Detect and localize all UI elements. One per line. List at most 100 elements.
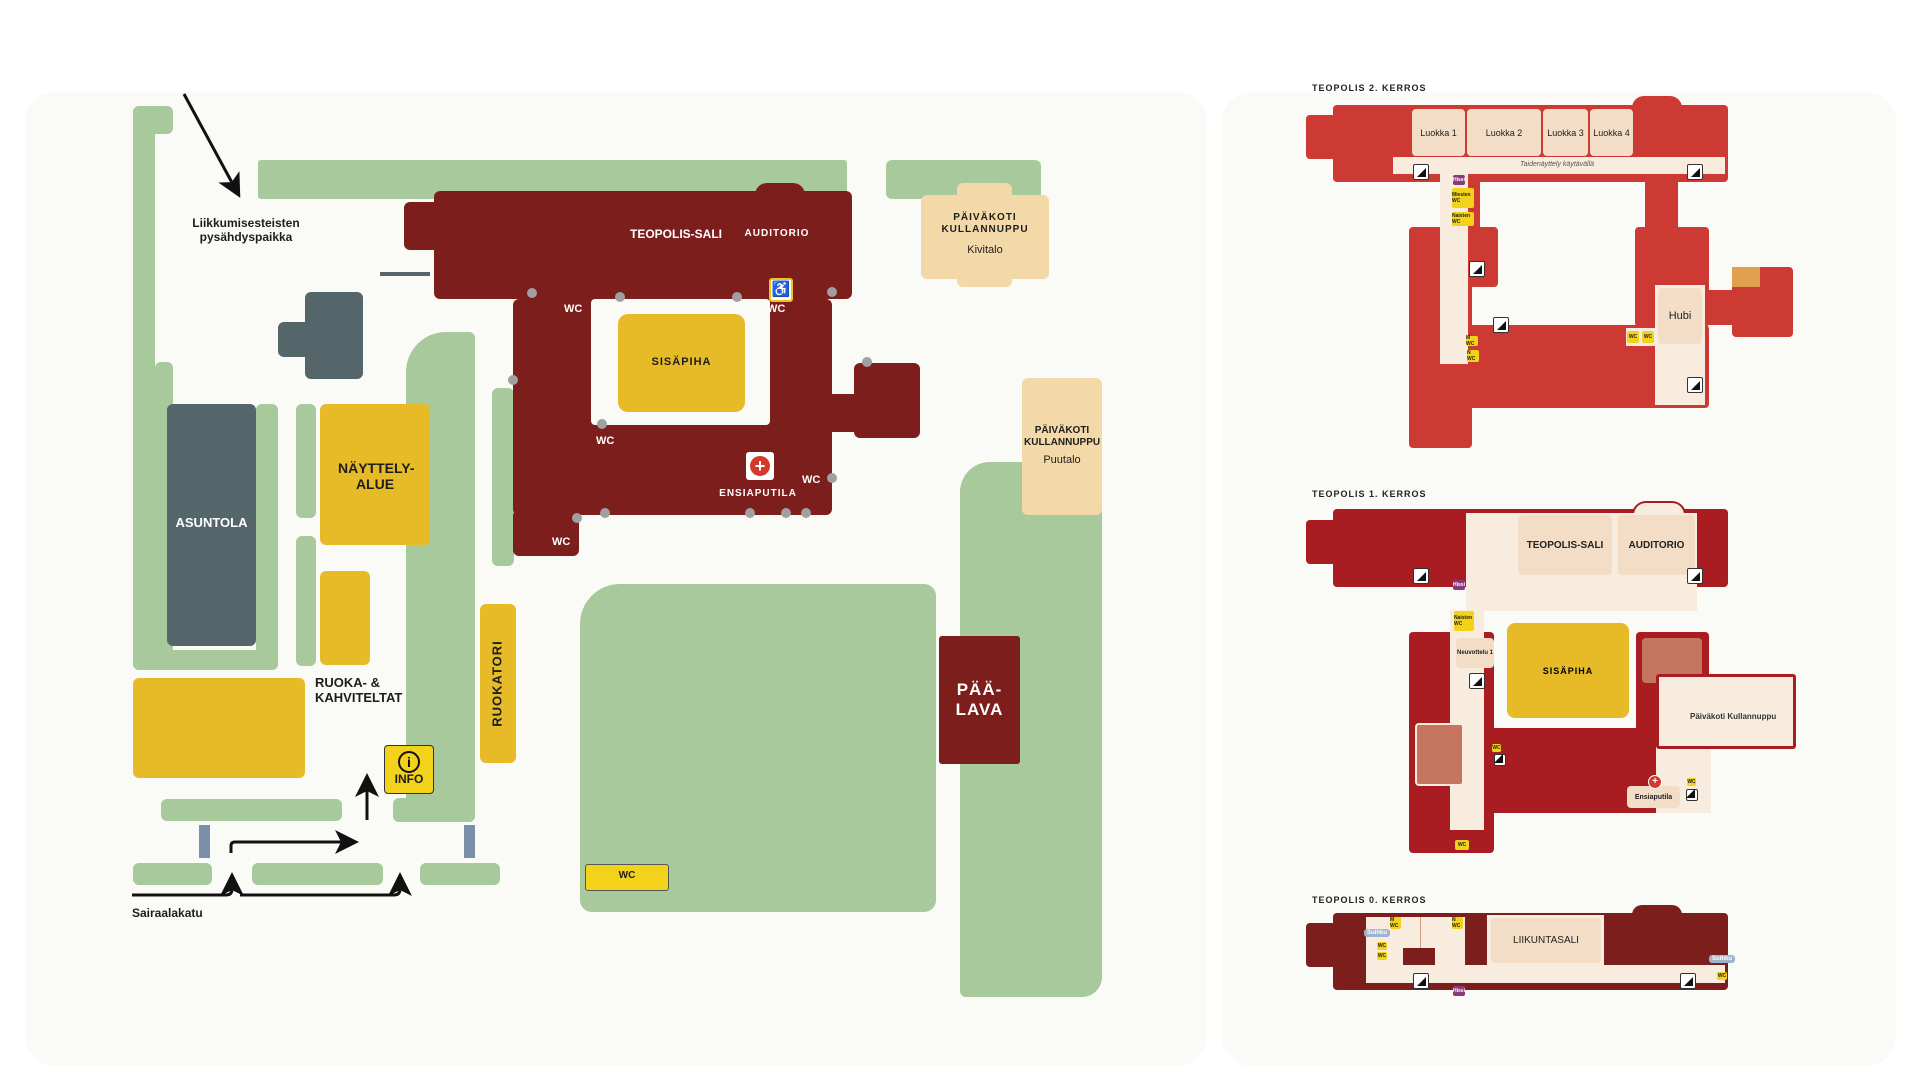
wc-label: WC (552, 536, 571, 548)
sisapiha-area (618, 314, 745, 412)
paivakoti-puutalo-name: PÄIVÄKOTI KULLANNUPPU (1024, 425, 1101, 448)
room-luokka-1: Luokka 1 (1412, 109, 1465, 156)
tag-wc: WC (1492, 744, 1501, 752)
paalava-label: PÄÄ-LAVA (955, 680, 1004, 719)
tag-wc: WC (1455, 840, 1469, 850)
wheelchair-icon: ♿ (769, 278, 793, 302)
tag-n-wc: N WC (1467, 350, 1479, 362)
nayttelyalue-label: NÄYTTELY-ALUE (338, 460, 415, 493)
green-area (296, 404, 316, 518)
info-point[interactable]: i INFO (384, 745, 434, 794)
green-area (133, 106, 155, 670)
wc-label: WC (564, 303, 583, 315)
room-paivakoti: Päiväkoti Kullannuppu (1690, 712, 1777, 721)
green-area (256, 404, 278, 670)
ensiaputila-label: ENSIAPUTILA (719, 488, 797, 499)
stairs-icon (1493, 317, 1509, 333)
tag-naisten-wc: Naisten WC (1452, 212, 1474, 226)
tent-area (320, 571, 370, 665)
tag-wc: WC (1687, 778, 1696, 786)
arrow-path (132, 872, 244, 897)
tag-suihku: Suihku (1364, 929, 1391, 937)
floor-0-title: TEOPOLIS 0. KERROS (1312, 895, 1427, 905)
tag-wc: WC (1627, 331, 1639, 343)
tag-miesten-wc: Miesten WC (1452, 188, 1474, 208)
info-icon: i (398, 751, 420, 773)
info-label: INFO (394, 772, 424, 786)
floor-1-title: TEOPOLIS 1. KERROS (1312, 489, 1427, 499)
green-area (296, 536, 316, 666)
asuntola-label: ASUNTOLA (175, 515, 248, 530)
building-small (278, 322, 328, 357)
room-luokka-4: Luokka 4 (1590, 109, 1633, 156)
room-auditorio: AUDITORIO (1618, 515, 1695, 575)
tag-suihku: Suihku (1709, 955, 1736, 963)
green-area (492, 388, 514, 566)
tag-wc: WC (1717, 972, 1727, 980)
outdoor-wc-label: WC (618, 870, 636, 881)
stairs-icon (1687, 164, 1703, 180)
tag-m-wc: M WC (1466, 335, 1478, 347)
teopolis-building (828, 394, 858, 432)
corridor-label: Taidenäyttely käytävällä (1520, 161, 1595, 168)
nayttelyalue-area (320, 404, 430, 545)
auditorio-label: AUDITORIO (744, 228, 810, 239)
paivakoti-kivitalo-name: PÄIVÄKOTI KULLANNUPPU (941, 212, 1029, 235)
stairs-icon (1680, 973, 1696, 989)
central-lawn (580, 584, 936, 912)
tag-n-wc: N WC (1452, 917, 1463, 929)
stairs-icon (1413, 568, 1429, 584)
green-area (161, 799, 342, 821)
tag-hissi: Hissi (1453, 986, 1465, 996)
ruokatori-area (480, 604, 516, 763)
fence (380, 272, 430, 276)
teopolis-annex (854, 363, 920, 438)
room-teopolis-sali: TEOPOLIS-SALI (1518, 515, 1612, 575)
room-sisapiha: SISÄPIHA (1507, 623, 1629, 718)
paivakoti-puutalo-sub: Puutalo (1043, 454, 1081, 466)
wc-label: WC (767, 303, 786, 315)
paivakoti-puutalo (1022, 378, 1102, 515)
teopolis-building (513, 510, 579, 556)
green-area (133, 863, 212, 885)
tag-hissi: Hissi (1453, 580, 1465, 590)
paivakoti-kivitalo (957, 183, 1012, 287)
ruoka-kahviteltat-area (133, 678, 305, 778)
first-aid-icon: + (1648, 775, 1662, 789)
asuntola-building (167, 404, 256, 646)
floor-2-title: TEOPOLIS 2. KERROS (1312, 83, 1427, 93)
arrow-path (229, 830, 359, 854)
room-liikuntasali: LIIKUNTASALI (1491, 918, 1601, 963)
gate-post (464, 825, 475, 858)
green-area (420, 863, 500, 885)
outdoor-wc[interactable] (585, 864, 669, 891)
sisapiha-floor-label: SISÄPIHA (1542, 665, 1594, 676)
room-ensiaputila: Ensiaputila (1627, 786, 1680, 808)
green-area (133, 650, 278, 670)
wc-label: WC (802, 474, 821, 486)
wc-label: WC (596, 435, 615, 447)
stairs-icon (1687, 568, 1703, 584)
tag-naisten-wc: Naisten WC (1454, 611, 1474, 631)
stairs-icon (1413, 164, 1429, 180)
stairs-icon (1413, 973, 1429, 989)
room-neuvottelu: Neuvottelu 1 (1456, 638, 1494, 668)
room-hubi: Hubi (1658, 288, 1702, 344)
entrance-markers (508, 287, 872, 523)
paalava-stage (939, 636, 1020, 764)
tag-wc: WC (1642, 331, 1654, 343)
teopolis-building (755, 183, 805, 195)
stairs-icon (1469, 261, 1485, 277)
stairs-icon (1686, 789, 1698, 801)
paivakoti-kivitalo-sub: Kivitalo (967, 244, 1003, 256)
teopolis-building (404, 202, 444, 250)
green-area (252, 863, 383, 885)
tag-m-wc: M WC (1390, 917, 1401, 929)
arrow-to-parking (182, 93, 241, 198)
room-luokka-2: Luokka 2 (1467, 109, 1541, 156)
stairs-icon (1469, 673, 1485, 689)
teopolis-sali-label: TEOPOLIS-SALI (629, 227, 722, 241)
room-luokka-3: Luokka 3 (1543, 109, 1588, 156)
tag-wc: WC (1377, 942, 1387, 950)
